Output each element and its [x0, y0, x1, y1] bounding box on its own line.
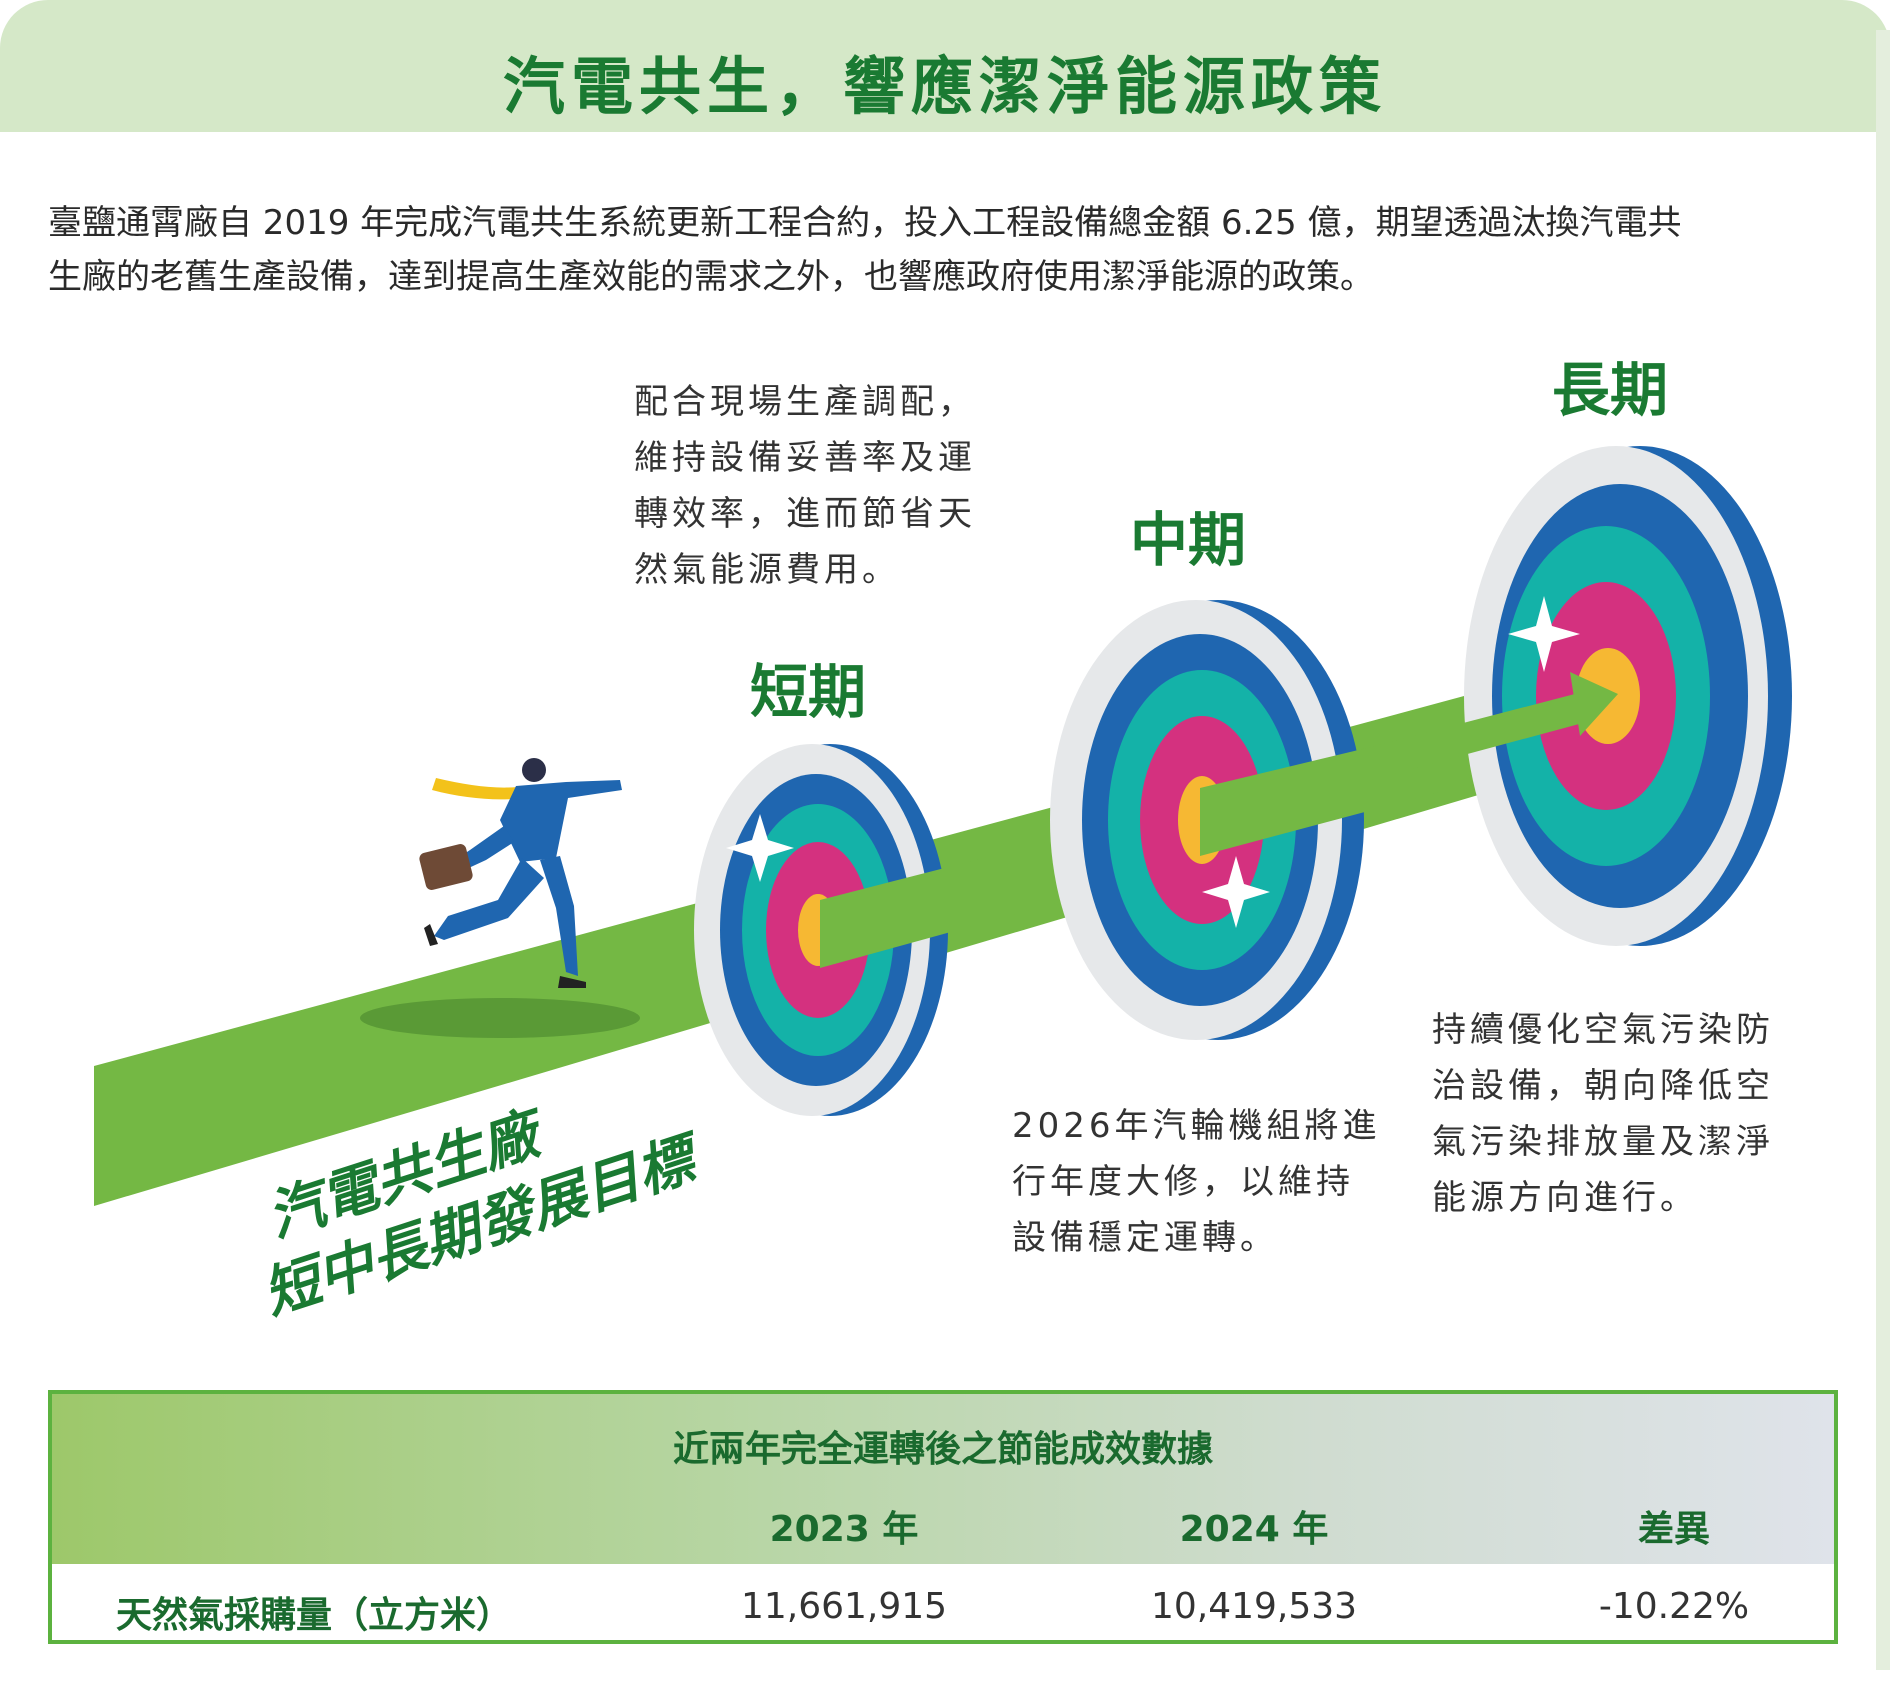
column-header-2023: 2023 年	[769, 1509, 919, 1550]
intro-line: 生廠的老舊生產設備，達到提高生產效能的需求之外，也響應政府使用潔淨能源的政策。	[48, 257, 1374, 297]
description-line: 氣污染排放量及潔淨	[1432, 1122, 1774, 1162]
description-line: 設備穩定運轉。	[1012, 1218, 1278, 1258]
description-line: 持續優化空氣污染防	[1432, 1010, 1774, 1050]
value-2023: 11,661,915	[740, 1586, 948, 1627]
mid-term-description: 2026年汽輪機組將進 行年度大修，以維持 設備穩定運轉。	[1012, 1098, 1381, 1266]
arrow-head-icon	[1570, 672, 1618, 736]
short-term-description: 配合現場生產調配， 維持設備妥善率及運 轉效率，進而節省天 然氣能源費用。	[634, 374, 976, 598]
runner-shadow	[360, 998, 640, 1038]
phase-label-short: 短期	[750, 658, 866, 726]
sparkle-icon	[1202, 856, 1270, 928]
value-2024: 10,419,533	[1150, 1586, 1358, 1627]
sparkle-icon	[726, 814, 794, 882]
description-line: 然氣能源費用。	[634, 550, 900, 590]
shoe	[558, 976, 586, 988]
head	[522, 758, 546, 782]
description-line: 治設備，朝向降低空	[1432, 1066, 1774, 1106]
description-line: 轉效率，進而節省天	[634, 494, 976, 534]
long-term-description: 持續優化空氣污染防 治設備，朝向降低空 氣污染排放量及潔淨 能源方向進行。	[1432, 1002, 1774, 1226]
header-band	[0, 0, 1890, 132]
description-line: 維持設備妥善率及運	[634, 438, 976, 478]
table-title: 近兩年完全運轉後之節能成效數據	[672, 1429, 1213, 1470]
page-edge	[1876, 30, 1890, 1670]
long-term-target	[1464, 446, 1792, 946]
shoe	[424, 924, 438, 946]
flying-tie	[432, 778, 536, 800]
back-leg	[434, 858, 544, 940]
phase-label-long: 長期	[1552, 356, 1668, 424]
description-line: 能源方向進行。	[1432, 1178, 1698, 1218]
sparkle-icon	[1508, 596, 1580, 672]
description-line: 2026年汽輪機組將進	[1012, 1106, 1381, 1146]
table-header-band	[52, 1394, 1834, 1564]
row-label: 天然氣採購量（立方米）	[116, 1595, 513, 1636]
energy-savings-table: 近兩年完全運轉後之節能成效數據 2023 年 2024 年 差異 天然氣採購量（…	[48, 1390, 1838, 1644]
page-title: 汽電共生，響應潔淨能源政策	[502, 50, 1387, 123]
phase-label-mid: 中期	[1130, 506, 1246, 574]
column-header-difference: 差異	[1637, 1509, 1710, 1550]
value-difference: -10.22%	[1598, 1586, 1750, 1627]
arrow-shaft	[1352, 690, 1594, 784]
column-header-2024: 2024 年	[1179, 1509, 1329, 1550]
intro-paragraph: 臺鹽通霄廠自 2019 年完成汽電共生系統更新工程合約，投入工程設備總金額 6.…	[48, 196, 1848, 304]
businessman-figure	[419, 758, 622, 988]
jacket	[500, 780, 622, 862]
intro-line: 臺鹽通霄廠自 2019 年完成汽電共生系統更新工程合約，投入工程設備總金額 6.…	[48, 203, 1682, 243]
description-line: 行年度大修，以維持	[1012, 1162, 1354, 1202]
description-line: 配合現場生產調配，	[634, 382, 976, 422]
front-leg	[540, 856, 578, 976]
briefcase-icon	[419, 844, 473, 890]
roadmap-illustration: 短期 中期 長期 汽電共生廠 短中長期發展目標	[94, 356, 1792, 1328]
